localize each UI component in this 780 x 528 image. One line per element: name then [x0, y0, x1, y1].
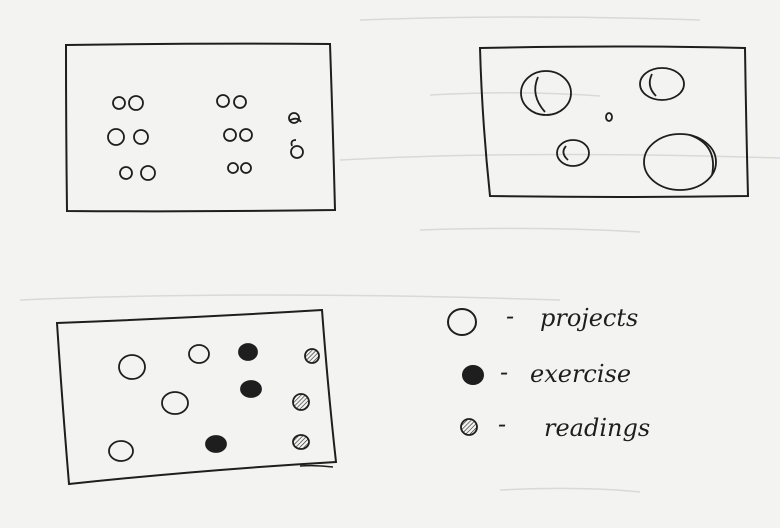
sketch-1-circle: [133, 129, 149, 145]
sketch-2-circle-small: [605, 112, 613, 122]
legend-dash-exercise: -: [500, 358, 509, 386]
sketch-1-circle: [240, 162, 252, 174]
sketch-2-circle-large: [643, 133, 717, 191]
sketch-1-circle: [128, 95, 144, 111]
sketch-1-circle: [140, 165, 156, 181]
reading-circle: [292, 434, 310, 450]
sketch-1-circle: [107, 128, 125, 146]
empty-circle-icon: [447, 308, 477, 336]
paper-show-through: [19, 16, 780, 493]
exercise-circle: [205, 435, 227, 453]
sketch-2-circle-medium: [556, 139, 590, 167]
sketch-1-circle: [119, 166, 133, 180]
reading-circle: [304, 348, 320, 364]
project-circle: [188, 344, 210, 364]
reading-circle: [292, 393, 310, 411]
sketch-1-circle: [233, 95, 247, 109]
sketch-1-circle: [290, 145, 304, 159]
legend: [447, 308, 484, 436]
legend-label-readings: readings: [544, 414, 651, 442]
sketch-1-frame: [64, 42, 337, 213]
legend-label-projects: projects: [540, 304, 639, 332]
sketch-1-circle: [112, 96, 126, 110]
hatched-circle-icon: [460, 418, 478, 436]
filled-circle-icon: [462, 365, 484, 385]
legend-dash-readings: -: [498, 410, 507, 438]
sketch-1-circle: [227, 162, 239, 174]
project-circle: [108, 440, 134, 462]
project-circle: [118, 354, 146, 380]
exercise-circle: [238, 343, 258, 361]
sketch-1-circle: [239, 128, 253, 142]
sketch-1-circle: [288, 112, 300, 124]
exercise-circle: [240, 380, 262, 398]
legend-dash-projects: -: [506, 302, 515, 330]
sketch-2-frame: [478, 45, 750, 198]
sketch-3-frame: [55, 308, 338, 486]
sketch-1-circle: [216, 94, 230, 108]
sketch-2-circle-large: [520, 70, 572, 116]
project-circle: [161, 391, 189, 415]
sketch-2-circle-large: [639, 67, 685, 101]
legend-label-exercise: exercise: [530, 360, 632, 388]
sketch-1-circle: [223, 128, 237, 142]
